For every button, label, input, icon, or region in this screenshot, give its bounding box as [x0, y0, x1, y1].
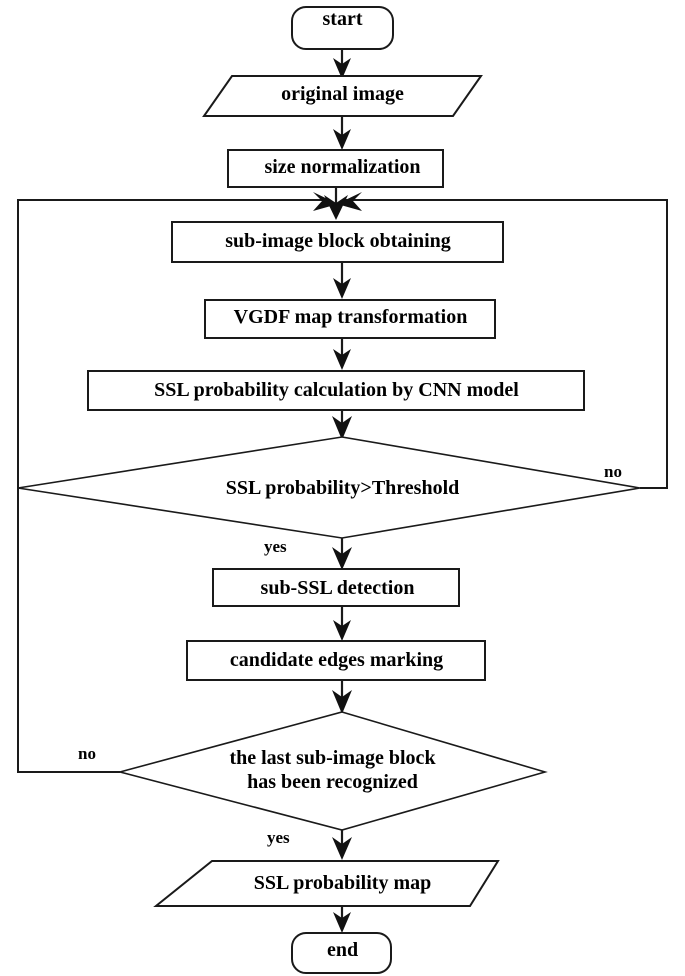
- connector-vgdf-to-sslcalc: [333, 337, 351, 370]
- node-end[interactable]: [291, 932, 392, 974]
- connector-candidate-to-decision2: [332, 680, 352, 714]
- arrow-loop-right-merge: [337, 192, 362, 211]
- arrow-loop-left-merge: [313, 192, 338, 211]
- connector-subssl-to-candidate: [333, 606, 351, 641]
- connector-subimage-to-vgdf: [333, 262, 351, 299]
- loop-no-threshold: [345, 199, 668, 489]
- connector-decision1-yes-to-subssl: [332, 538, 352, 570]
- node-decision-threshold[interactable]: [17, 436, 641, 539]
- connector-original-to-size: [333, 116, 351, 150]
- connector-sslmap-to-end: [333, 906, 351, 933]
- node-sub-image-block[interactable]: [171, 221, 504, 263]
- node-start[interactable]: [291, 6, 394, 50]
- node-sub-ssl-detection[interactable]: [212, 568, 460, 607]
- node-size-normalization[interactable]: [227, 149, 444, 188]
- node-ssl-calc[interactable]: [87, 370, 585, 411]
- connector-sslcalc-to-decision1: [332, 410, 352, 440]
- node-vgdf-map[interactable]: [204, 299, 496, 339]
- loop-no-last-block: [17, 199, 327, 773]
- node-original-image[interactable]: [202, 75, 483, 117]
- edge-label-threshold-no: no: [604, 462, 622, 481]
- connector-start-to-original: [333, 49, 351, 79]
- node-ssl-probability-map[interactable]: [153, 860, 500, 907]
- edge-label-last-block-no: no: [78, 744, 96, 763]
- connector-decision2-yes-to-sslmap: [332, 830, 352, 860]
- node-decision-last-block[interactable]: [116, 711, 548, 831]
- edge-label-last-block-yes: yes: [267, 828, 290, 847]
- node-candidate-edges[interactable]: [186, 640, 486, 681]
- edge-label-threshold-yes: yes: [264, 537, 287, 556]
